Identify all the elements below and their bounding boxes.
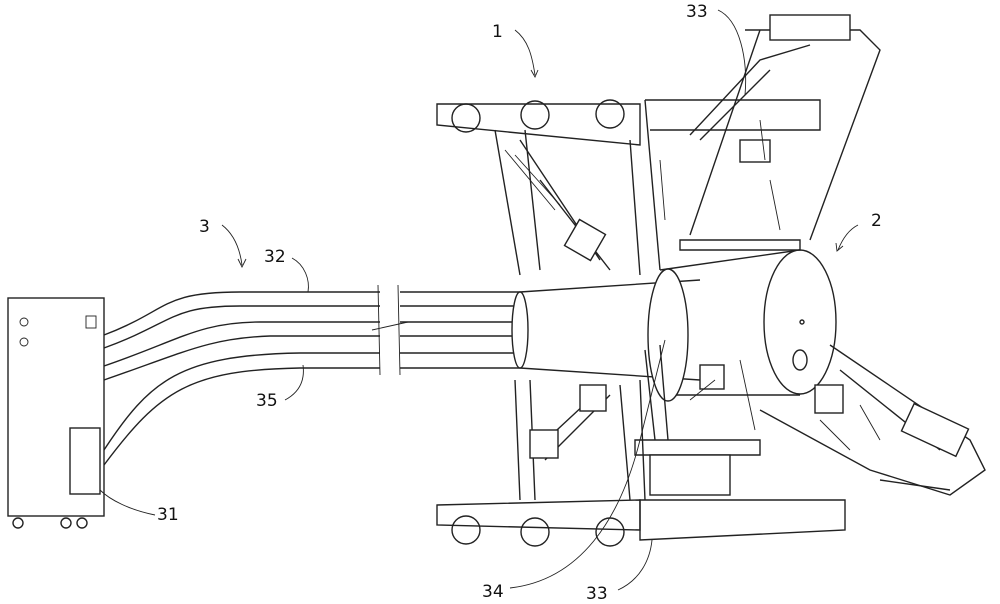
label-34: 34 [482, 584, 504, 601]
hoses [104, 285, 520, 465]
label-1: 1 [492, 24, 503, 41]
control-cabinet [8, 298, 104, 528]
label-31: 31 [157, 507, 179, 524]
label-32: 32 [264, 249, 286, 266]
label-3: 3 [199, 219, 210, 236]
label-35: 35 [256, 393, 278, 410]
upper-frame [437, 15, 880, 275]
central-cylinder [512, 250, 836, 401]
label-33-bottom: 33 [586, 586, 608, 603]
label-33-top: 33 [686, 4, 708, 21]
leader-lines [100, 10, 858, 590]
label-2: 2 [871, 213, 882, 230]
